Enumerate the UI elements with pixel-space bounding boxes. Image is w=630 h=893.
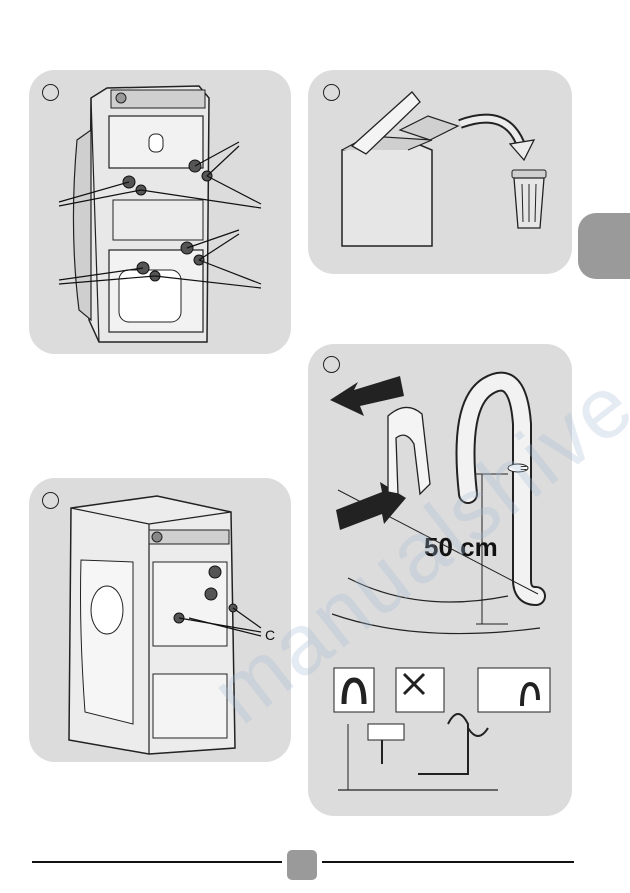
drain-hose-illustration: = 50 cm bbox=[308, 344, 572, 816]
machine-front-illustration: C bbox=[29, 478, 291, 762]
figure-panel-front-caps: C bbox=[29, 478, 291, 762]
figure-panel-packaging bbox=[308, 70, 572, 274]
height-label: 50 cm bbox=[424, 532, 498, 562]
machine-back-illustration bbox=[29, 70, 291, 354]
callout-letter-c: C bbox=[265, 627, 275, 643]
footer-rule-left bbox=[32, 861, 282, 863]
footer-rule-right bbox=[322, 861, 574, 863]
page-number-box bbox=[287, 850, 317, 880]
section-tab bbox=[578, 213, 630, 279]
figure-panel-back-hoses bbox=[29, 70, 291, 354]
equal-mark: = bbox=[520, 461, 527, 475]
figure-panel-drain-hose: = 50 cm bbox=[308, 344, 572, 816]
packaging-illustration bbox=[308, 70, 572, 274]
